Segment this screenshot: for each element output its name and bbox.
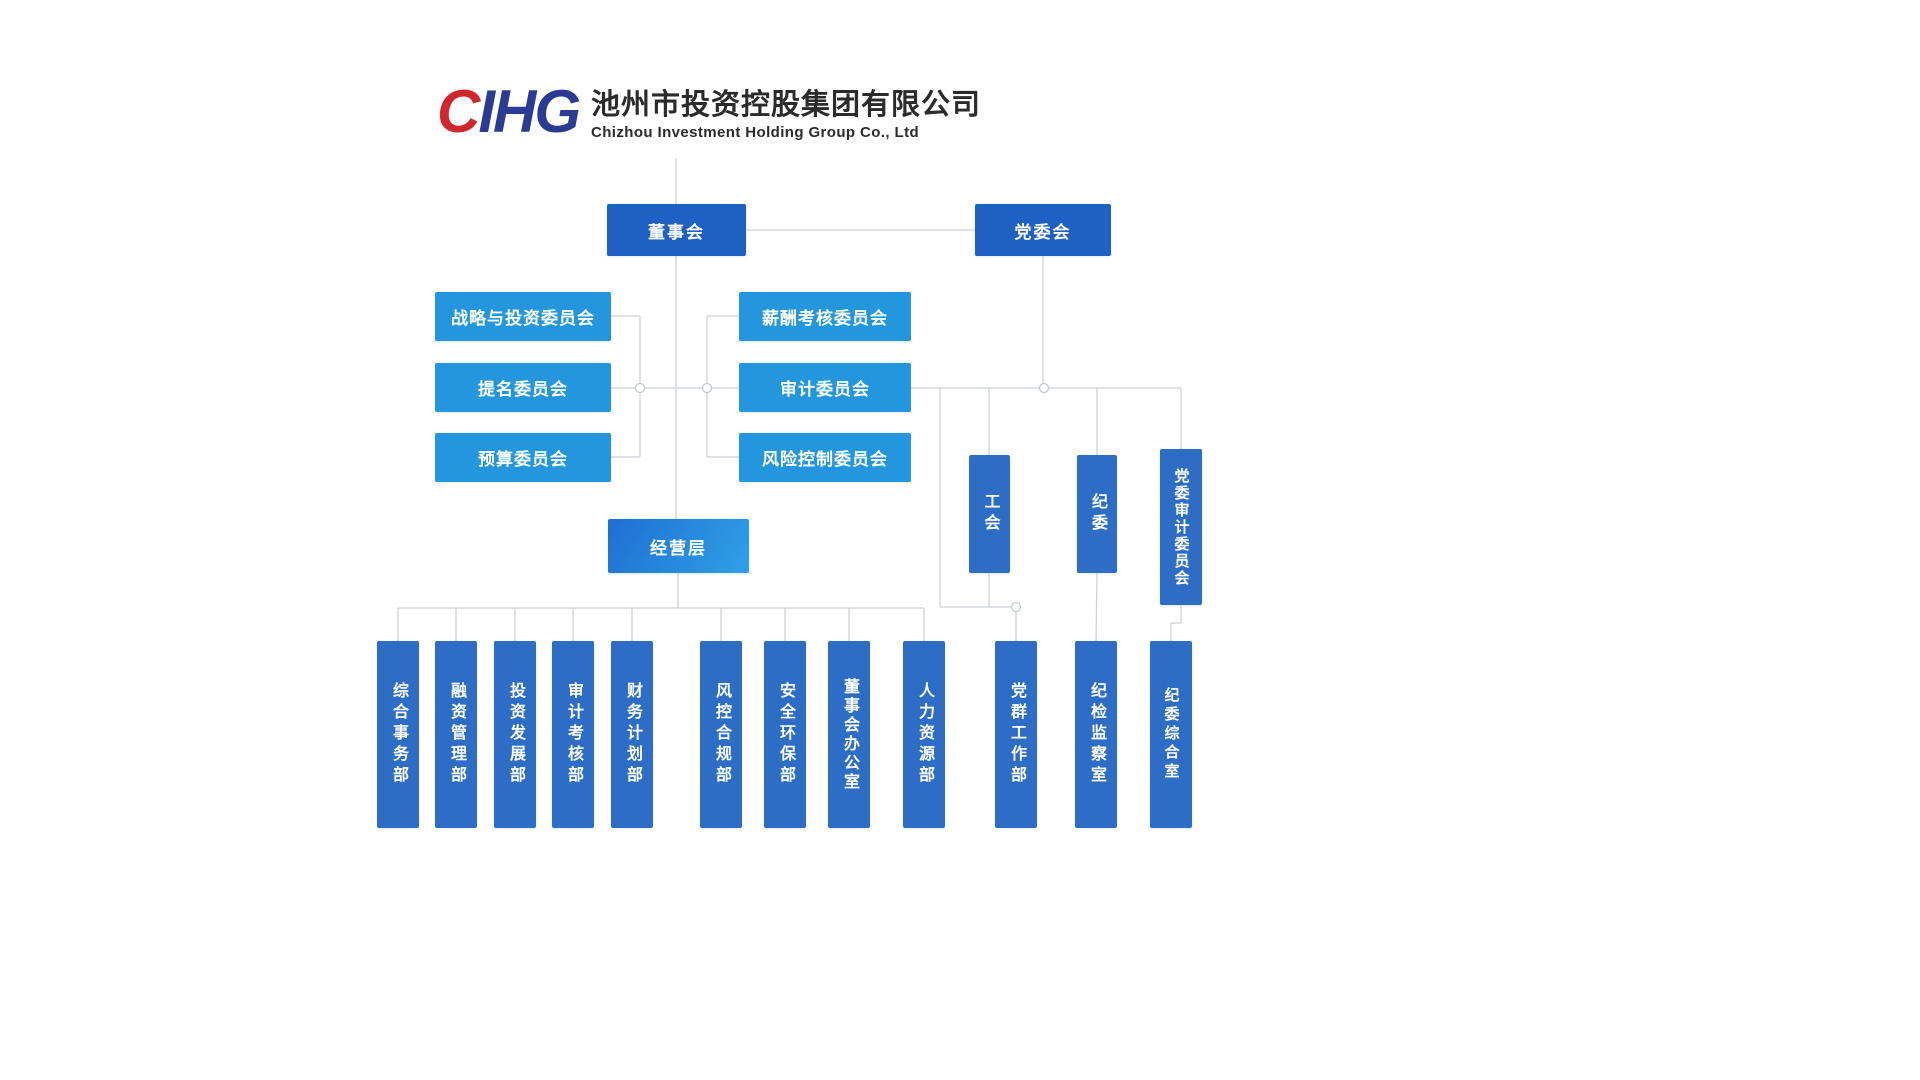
node-labor-union: 工会 bbox=[969, 455, 1010, 573]
node-dept-board-office: 董事会办公室 bbox=[828, 641, 870, 828]
node-remuneration-assessment-committee: 薪酬考核委员会 bbox=[739, 292, 911, 341]
node-strategy-investment-committee: 战略与投资委员会 bbox=[435, 292, 611, 341]
node-management-layer: 经营层 bbox=[608, 519, 749, 573]
node-dept-discipline-general-office: 纪委综合室 bbox=[1150, 641, 1192, 828]
node-dept-financing-management: 融资管理部 bbox=[435, 641, 477, 828]
node-risk-control-committee: 风险控制委员会 bbox=[739, 433, 911, 482]
node-dept-party-mass-work: 党群工作部 bbox=[995, 641, 1037, 828]
node-dept-financial-planning: 财务计划部 bbox=[611, 641, 653, 828]
node-dept-discipline-supervision-office: 纪检监察室 bbox=[1075, 641, 1117, 828]
node-dept-human-resources: 人力资源部 bbox=[903, 641, 945, 828]
node-dept-investment-development: 投资发展部 bbox=[494, 641, 536, 828]
node-dept-audit-assessment: 审计考核部 bbox=[552, 641, 594, 828]
logo-text: 池州市投资控股集团有限公司 Chizhou Investment Holding… bbox=[591, 84, 981, 144]
node-budget-committee: 预算委员会 bbox=[435, 433, 611, 482]
logo: CIHG 池州市投资控股集团有限公司 Chizhou Investment Ho… bbox=[437, 82, 981, 144]
company-name-en: Chizhou Investment Holding Group Co., Lt… bbox=[591, 124, 920, 141]
logo-mark-ihg: IHG bbox=[478, 78, 581, 145]
node-dept-safety-environment: 安全环保部 bbox=[764, 641, 806, 828]
node-board-of-directors: 董事会 bbox=[607, 204, 746, 256]
node-dept-general-affairs: 综合事务部 bbox=[377, 641, 419, 828]
node-nomination-committee: 提名委员会 bbox=[435, 363, 611, 412]
logo-mark: CIHG bbox=[437, 82, 581, 142]
node-audit-committee: 审计委员会 bbox=[739, 363, 911, 412]
node-discipline-committee: 纪委 bbox=[1077, 455, 1117, 573]
node-party-committee: 党委会 bbox=[975, 204, 1111, 256]
logo-mark-c: C bbox=[437, 78, 480, 145]
company-name-cn: 池州市投资控股集团有限公司 bbox=[591, 89, 982, 121]
node-party-audit-committee: 党委审计委员会 bbox=[1160, 449, 1202, 605]
node-dept-risk-compliance: 风控合规部 bbox=[700, 641, 742, 828]
